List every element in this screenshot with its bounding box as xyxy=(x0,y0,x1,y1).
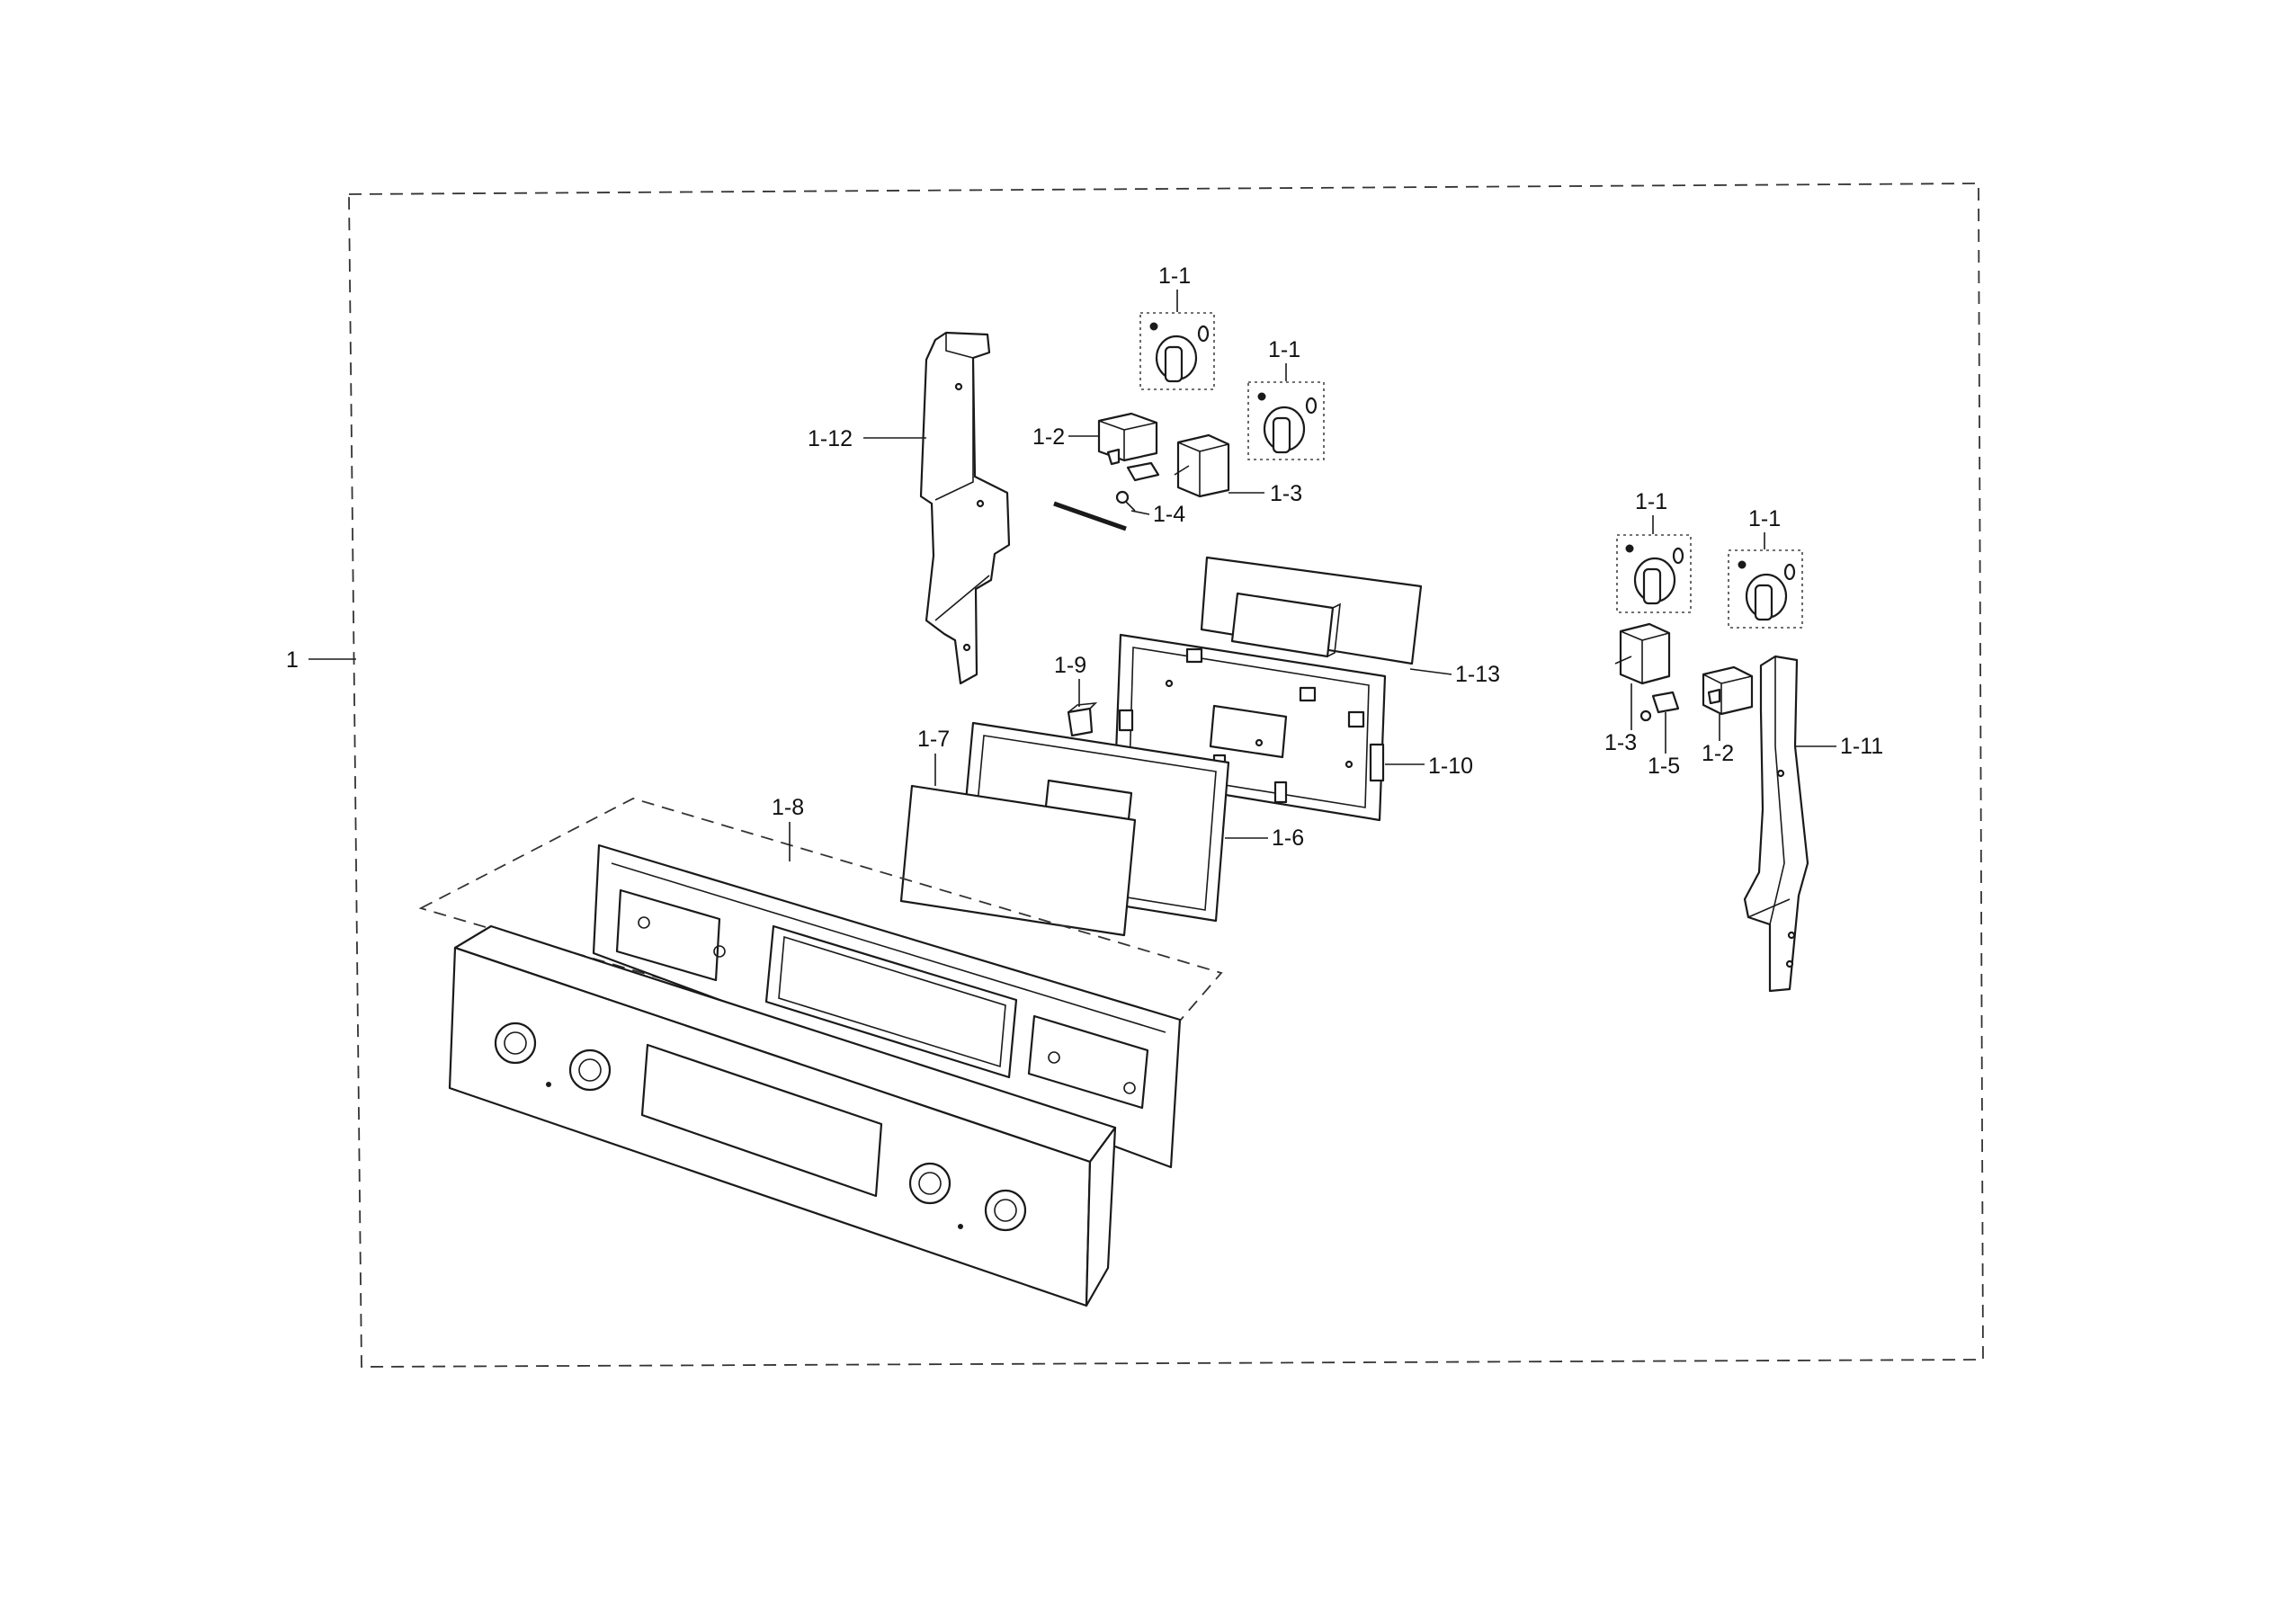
callout-bracket-small: 1-9 xyxy=(1054,653,1086,678)
callout-box-right: 1-3 xyxy=(1604,730,1637,755)
callout-switch-right: 1-2 xyxy=(1702,741,1734,766)
bracket-small xyxy=(1067,701,1098,737)
panel-back-frame xyxy=(592,843,1182,1169)
callout-box-left: 1-3 xyxy=(1270,481,1302,506)
display-window xyxy=(899,784,1137,937)
callout-side-bracket-right: 1-11 xyxy=(1840,734,1883,759)
callout-switch-left: 1-2 xyxy=(1032,424,1065,450)
side-bracket-left xyxy=(919,331,1011,685)
callout-knob-d: 1-1 xyxy=(1748,506,1781,531)
callout-knob-c: 1-1 xyxy=(1635,489,1667,514)
panel-knob-4 xyxy=(984,1189,1027,1232)
control-box-left xyxy=(1174,433,1230,498)
switch-left xyxy=(1097,412,1160,482)
callout-side-bracket-left: 1-12 xyxy=(808,426,853,451)
panel-knob-3 xyxy=(908,1162,951,1205)
knob-group-b xyxy=(1247,381,1325,460)
callout-clip: 1-5 xyxy=(1648,754,1680,779)
callout-panel: 1-8 xyxy=(772,795,804,820)
leader-pcb xyxy=(1409,668,1452,675)
callout-pcb-holder: 1-10 xyxy=(1428,754,1473,779)
knob-group-d xyxy=(1728,549,1803,629)
leader-rod xyxy=(1130,510,1150,515)
knob-group-a xyxy=(1139,312,1215,390)
switch-right xyxy=(1702,665,1754,716)
rod xyxy=(1053,490,1136,531)
callout-knob-b: 1-1 xyxy=(1268,337,1300,362)
callout-assembly: 1 xyxy=(286,647,299,673)
panel-knob-1 xyxy=(494,1022,537,1065)
assembly-boundary xyxy=(348,183,1984,1368)
control-panel-front xyxy=(448,924,1117,1307)
callout-rod: 1-4 xyxy=(1153,502,1185,527)
callout-frame: 1-6 xyxy=(1272,825,1304,851)
pcb xyxy=(1200,556,1423,665)
side-bracket-right xyxy=(1743,655,1809,993)
panel-knob-2 xyxy=(568,1048,612,1092)
callout-pcb: 1-13 xyxy=(1455,662,1500,687)
knob-group-c xyxy=(1616,534,1692,613)
control-box-right xyxy=(1614,622,1671,685)
callout-window: 1-7 xyxy=(917,727,950,752)
clip xyxy=(1639,691,1680,722)
callout-knob-a: 1-1 xyxy=(1158,263,1191,289)
